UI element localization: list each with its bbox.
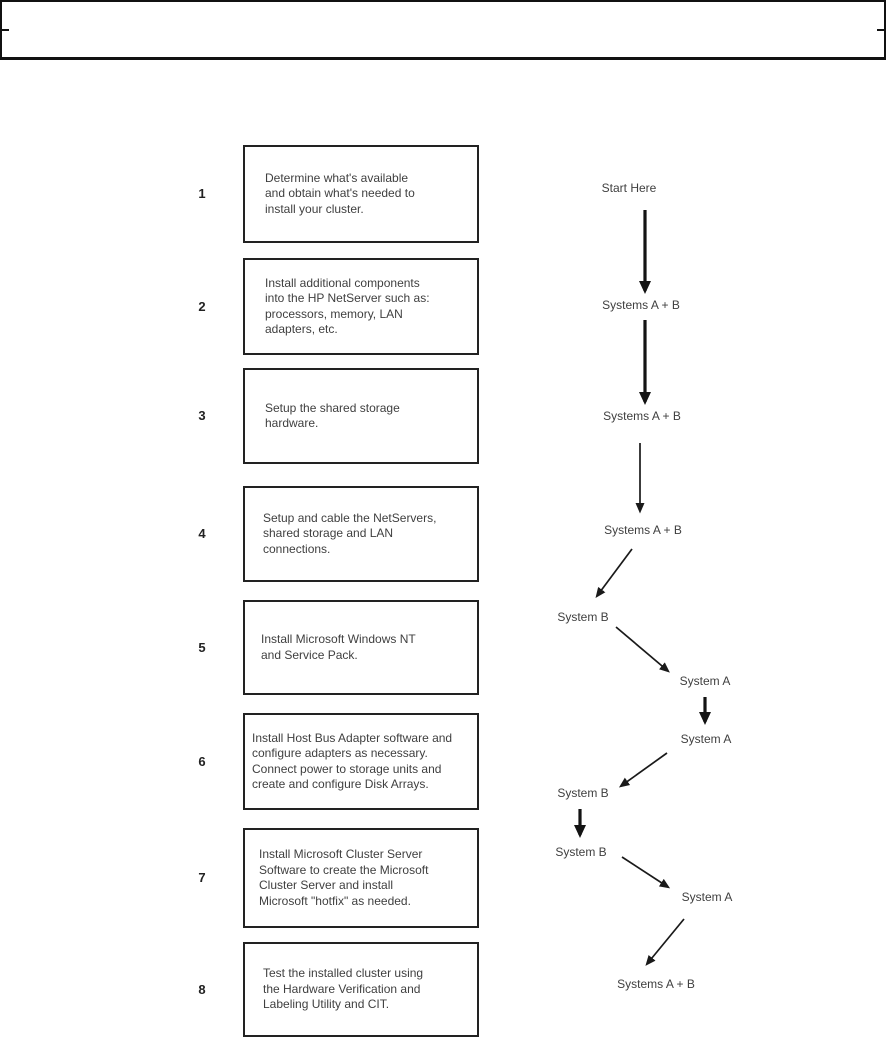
step-box-6: Install Host Bus Adapter software and co… <box>243 713 479 810</box>
flow-arrow <box>645 918 685 966</box>
step-text: Setup and cable the NetServers, shared s… <box>263 510 437 556</box>
step-box-1: Determine what's available and obtain wh… <box>243 145 479 243</box>
flow-node-label: Systems A + B <box>603 409 681 423</box>
flow-node-label: System A <box>681 890 733 904</box>
flow-node-label: System B <box>555 845 607 859</box>
step-number-7: 7 <box>198 870 206 885</box>
step-box-8: Test the installed cluster using the Har… <box>243 942 479 1037</box>
step-number-6: 6 <box>198 753 206 769</box>
flow-node-label: System B <box>557 786 609 800</box>
flow-node-label: Systems A + B <box>602 298 680 312</box>
step-number-8: 8 <box>198 981 206 997</box>
flow-arrow <box>615 626 670 673</box>
flow-arrow <box>621 856 671 889</box>
step-box-3: Setup the shared storage hardware. <box>243 368 479 464</box>
step-box-2: Install additional components into the H… <box>243 258 479 355</box>
step-box-4: Setup and cable the NetServers, shared s… <box>243 486 479 582</box>
header-table <box>0 0 886 60</box>
flow-node-label: Start Here <box>601 181 657 195</box>
flow-node-label: Systems A + B <box>617 977 695 991</box>
step-text: Install additional components into the H… <box>265 275 430 337</box>
step-text: Install Microsoft Cluster Server Softwar… <box>259 847 429 908</box>
step-text: Install Host Bus Adapter software and co… <box>252 730 453 792</box>
step-number-5: 5 <box>198 639 206 655</box>
step-text: Test the installed cluster using the Har… <box>263 966 424 1012</box>
flow-node-label: System A <box>679 674 731 688</box>
step-number-4: 4 <box>198 526 206 541</box>
flow-arrow <box>618 752 668 788</box>
step-number-1: 1 <box>198 186 206 201</box>
step-text: Install Microsoft Windows NT and Service… <box>261 632 416 662</box>
step-text: Determine what's available and obtain wh… <box>265 170 415 216</box>
header-row-divider-right <box>877 29 884 31</box>
flow-node-label: System A <box>680 732 732 746</box>
step-number-3: 3 <box>198 408 206 423</box>
step-box-5: Install Microsoft Windows NT and Service… <box>243 600 479 695</box>
header-row-divider-left <box>2 29 9 31</box>
step-text: Setup the shared storage hardware. <box>265 400 400 431</box>
flow-arrow <box>595 548 633 599</box>
step-box-7: Install Microsoft Cluster Server Softwar… <box>243 828 479 928</box>
step-number-2: 2 <box>198 298 206 314</box>
flow-node-label: System B <box>557 610 609 624</box>
flow-node-label: Systems A + B <box>604 523 682 537</box>
